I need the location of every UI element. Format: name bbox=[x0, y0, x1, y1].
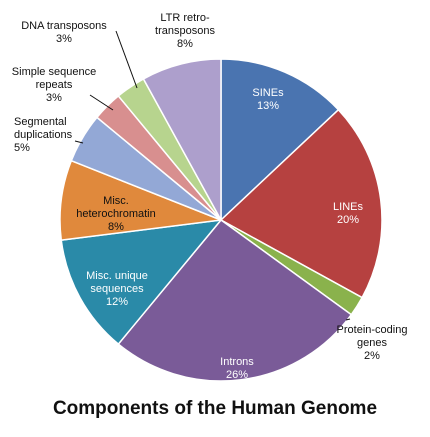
slice-value-label: 8% bbox=[177, 38, 193, 50]
slice-name-label: genes bbox=[357, 337, 387, 349]
slice-name-label: repeats bbox=[36, 79, 73, 91]
pie-slice-ltr-retro-transposons bbox=[142, 58, 222, 221]
slice-name-label: duplications bbox=[14, 129, 73, 141]
slice-value-label: 3% bbox=[56, 33, 72, 45]
slice-name-label: heterochromatin bbox=[76, 208, 156, 220]
slice-value-label: 2% bbox=[364, 350, 380, 362]
slice-name-label: Protein-coding bbox=[337, 324, 408, 336]
slice-name-label: sequences bbox=[90, 283, 144, 295]
pie-slice-introns bbox=[117, 218, 353, 382]
slice-value-label: 8% bbox=[108, 221, 124, 233]
slice-name-label: LINEs bbox=[333, 201, 363, 213]
slice-name-label: Misc. bbox=[103, 195, 129, 207]
leader-line-segmental-duplications bbox=[74, 140, 84, 144]
leader-line-dna-transposons bbox=[115, 30, 138, 89]
leader-line-protein-coding-genes bbox=[345, 318, 351, 321]
leader-lines bbox=[74, 30, 351, 321]
slice-value-label: 3% bbox=[46, 92, 62, 104]
slice-name-label: Segmental bbox=[14, 116, 67, 128]
slice-name-label: Simple sequence bbox=[12, 66, 96, 78]
slice-value-label: 12% bbox=[106, 296, 128, 308]
pie-slice-misc-unique-sequences bbox=[60, 219, 223, 346]
slice-value-label: 26% bbox=[226, 369, 248, 381]
slice-value-label: 20% bbox=[337, 214, 359, 226]
pie-slices bbox=[59, 58, 383, 382]
slice-name-label: LTR retro- bbox=[160, 12, 210, 24]
slice-name-label: Misc. unique bbox=[86, 270, 148, 282]
leader-line-simple-sequence-repeats bbox=[89, 94, 114, 111]
slice-value-label: 5% bbox=[14, 142, 30, 154]
pie-slice-lines bbox=[219, 108, 383, 299]
slice-name-label: DNA transposons bbox=[21, 20, 107, 32]
slice-name-label: transposons bbox=[155, 25, 215, 37]
slice-value-label: 13% bbox=[257, 100, 279, 112]
slice-name-label: SINEs bbox=[252, 87, 284, 99]
slice-name-label: Introns bbox=[220, 356, 254, 368]
chart-title: Components of the Human Genome bbox=[53, 398, 377, 419]
pie-slice-sines bbox=[220, 58, 340, 222]
